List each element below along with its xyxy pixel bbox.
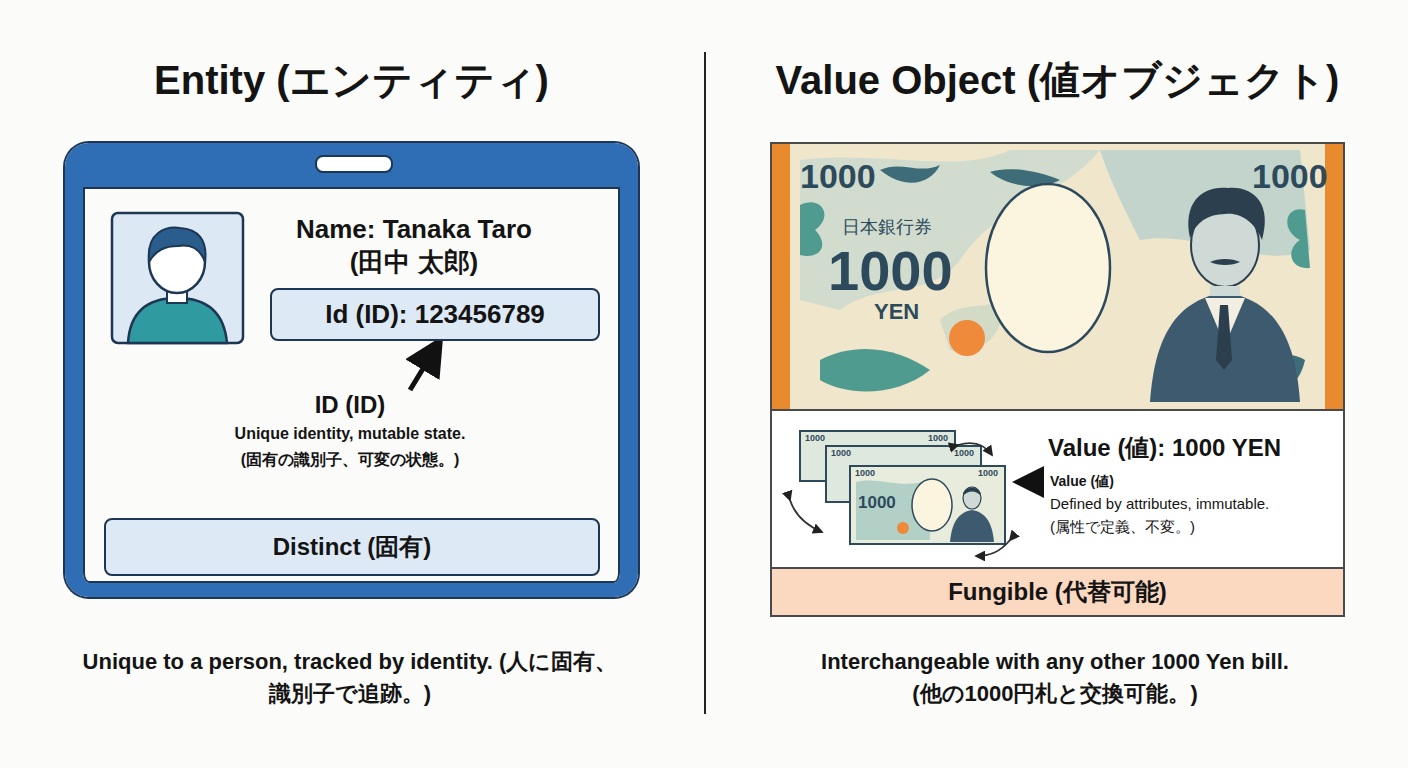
caption-text: Unique to a person, tracked by identity.… <box>80 646 620 710</box>
distinct-box: Distinct (固有) <box>104 518 600 576</box>
box-text: Distinct (固有) <box>273 531 432 563</box>
denomination: 1000 <box>978 469 998 479</box>
box-text: Id (ID): 123456789 <box>325 299 545 330</box>
swap-arrow <box>976 540 1010 556</box>
banknote <box>770 142 1345 410</box>
fungible-band: Fungible (代替可能) <box>772 567 1343 615</box>
panel-ground <box>772 410 1343 567</box>
issuer-text: 日本銀行券 <box>842 218 932 238</box>
leader-arrow <box>410 344 438 390</box>
photo-icon <box>112 213 243 343</box>
name-text: Name: Tanaka Taro (田中 太郎) <box>278 213 550 278</box>
panel-title: Entity (エンティティ) <box>45 56 658 104</box>
denomination: 1000 <box>800 158 876 195</box>
denomination: 1000 <box>805 434 825 444</box>
description-text: Defined by attributes, immutable. (属性で定義… <box>1050 493 1335 538</box>
denomination: 1000 <box>1252 158 1328 195</box>
denomination: 1000 <box>855 469 875 479</box>
id-field: Id (ID): 123456789 <box>270 288 600 341</box>
denomination: 1000 <box>954 449 974 459</box>
badge-slot <box>315 155 393 173</box>
divider-line <box>704 52 706 714</box>
panel-title: Value Object (値オブジェクト) <box>720 56 1395 104</box>
value-panel: Value Object (値オブジェクト)Value (値): 1000 YE… <box>770 142 1345 617</box>
denomination: 1000 <box>928 434 948 444</box>
id-label: ID (ID) <box>250 391 450 420</box>
leader-arrow <box>1020 480 1043 484</box>
caption-text: Interchangeable with any other 1000 Yen … <box>745 646 1365 710</box>
box-text: Fungible (代替可能) <box>948 576 1167 608</box>
denomination: 1000 <box>858 494 896 513</box>
value-label: Value (値) <box>1050 473 1250 490</box>
denomination: 1000 <box>831 449 851 459</box>
swap-arrow <box>790 500 822 532</box>
currency-text: YEN <box>874 300 919 324</box>
value-text: Value (値): 1000 YEN <box>1048 434 1343 463</box>
description-text: Unique identity, mutable state. (固有の識別子、… <box>185 421 515 472</box>
separator-line <box>772 409 1343 411</box>
denomination: 1000 <box>828 240 953 302</box>
id-card: Entity (エンティティ)Name: Tanaka Taro (田中 太郎)… <box>65 143 638 597</box>
small-banknotes <box>800 431 1005 544</box>
